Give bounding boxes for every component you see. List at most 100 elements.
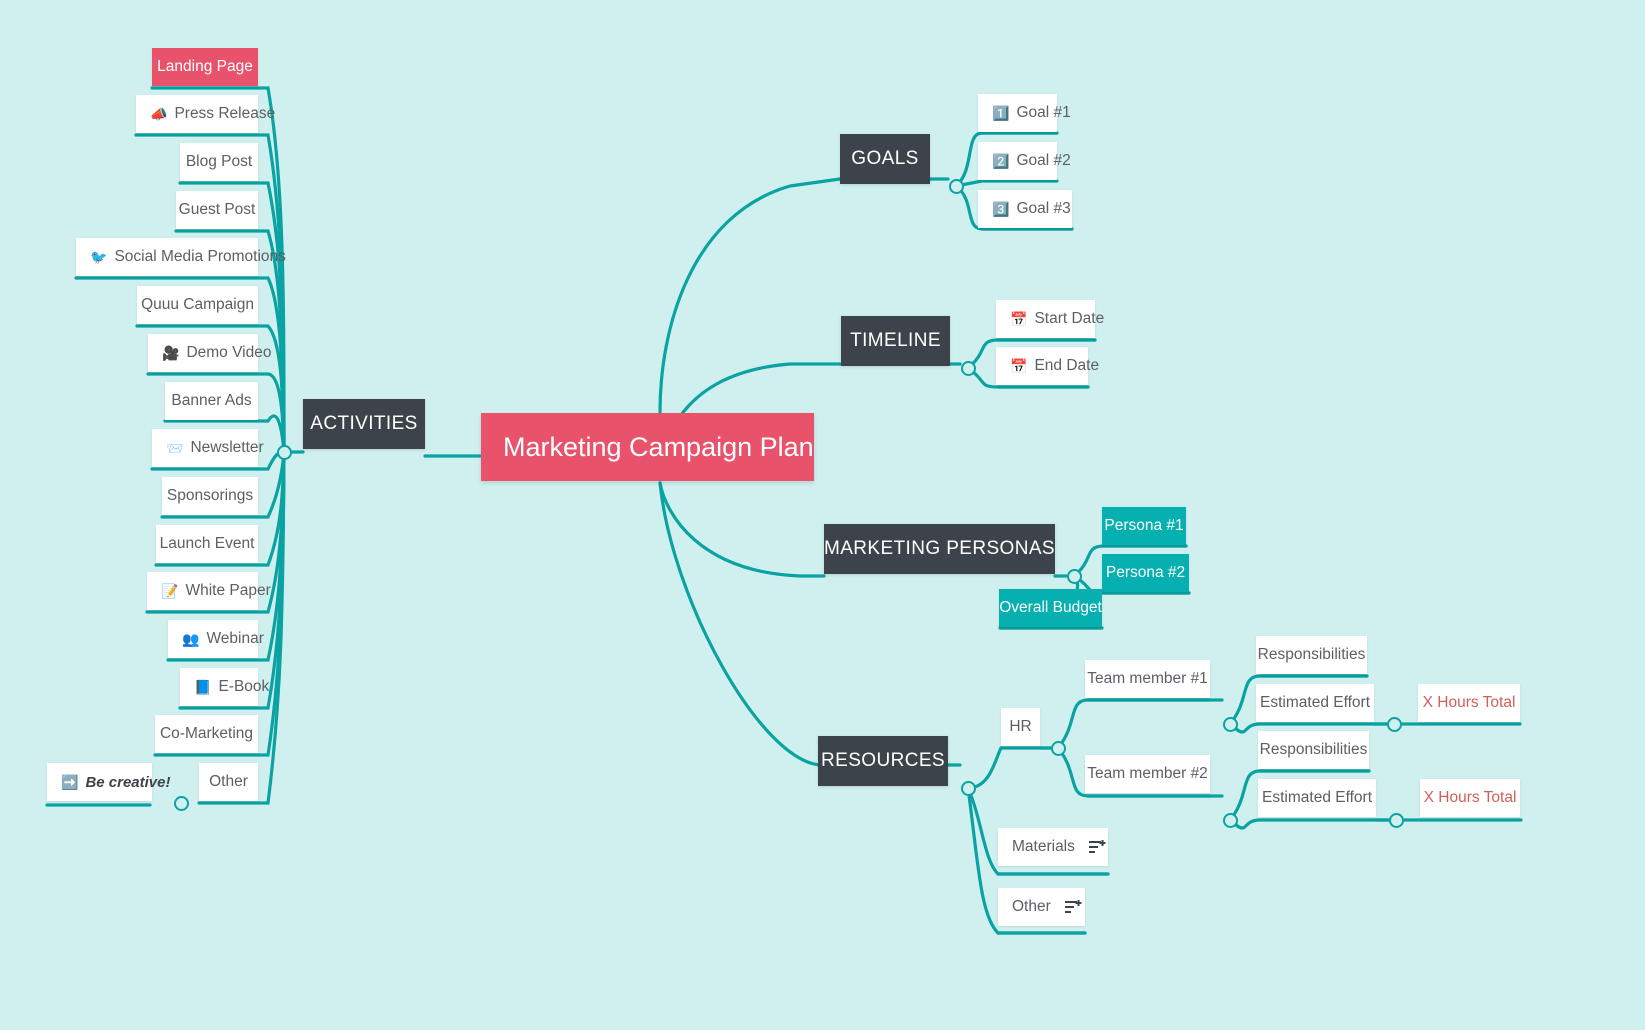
- node-label: Estimated Effort: [1262, 789, 1372, 806]
- resource-other[interactable]: Other: [998, 888, 1085, 926]
- node-label: Guest Post: [178, 201, 256, 218]
- branch-activities-label: ACTIVITIES: [310, 413, 418, 434]
- node-label: Persona #1: [1104, 517, 1184, 534]
- activity-webinar[interactable]: 👥 Webinar: [168, 620, 264, 658]
- branch-timeline-label: TIMELINE: [850, 330, 941, 351]
- root-label: Marketing Campaign Plan: [503, 431, 814, 462]
- node-label: Team member #1: [1087, 670, 1208, 687]
- node-label: Be creative!: [85, 773, 171, 791]
- hub-hr[interactable]: [1051, 741, 1066, 756]
- node-label: Launch Event: [159, 535, 255, 552]
- node-label: X Hours Total: [1422, 694, 1516, 711]
- node-label: Overall Budget: [999, 599, 1102, 616]
- branch-timeline[interactable]: TIMELINE: [841, 316, 950, 366]
- activity-co-marketing[interactable]: Co-Marketing: [155, 715, 258, 753]
- hr-team-member-1[interactable]: Team member #1: [1085, 660, 1210, 698]
- goal-3[interactable]: 3️⃣ Goal #3: [978, 190, 1072, 228]
- node-label: E-Book: [218, 678, 270, 695]
- node-label: Newsletter: [190, 439, 264, 456]
- node-label: Other: [209, 773, 248, 790]
- branch-goals-label: GOALS: [851, 148, 919, 169]
- resource-hr[interactable]: HR: [1001, 708, 1040, 746]
- node-label: Estimated Effort: [1260, 694, 1370, 711]
- node-label: Persona #2: [1105, 564, 1186, 581]
- hub-team-member-2[interactable]: [1223, 813, 1238, 828]
- node-label: Sponsorings: [166, 487, 254, 504]
- timeline-end-date[interactable]: 📅 End Date: [996, 347, 1099, 385]
- root-node[interactable]: Marketing Campaign Plan: [481, 413, 814, 481]
- member2-hours-total[interactable]: X Hours Total: [1420, 779, 1520, 817]
- node-label: Team member #2: [1087, 765, 1208, 782]
- activity-white-paper[interactable]: 📝 White Paper: [147, 572, 271, 610]
- movie-camera-icon: 🎥: [162, 345, 180, 361]
- node-label: Landing Page: [157, 58, 253, 75]
- activity-social-media-promotions[interactable]: 🐦 Social Media Promotions: [76, 238, 286, 276]
- node-label: Goal #3: [1016, 200, 1071, 217]
- node-label: Goal #2: [1016, 152, 1071, 169]
- node-label: X Hours Total: [1423, 789, 1517, 806]
- branch-activities[interactable]: ACTIVITIES: [303, 399, 425, 449]
- hr-team-member-2[interactable]: Team member #2: [1085, 755, 1210, 793]
- member2-responsibilities[interactable]: Responsibilities: [1258, 731, 1369, 769]
- resource-overall-budget[interactable]: Overall Budget: [999, 589, 1102, 627]
- hub-member2-effort[interactable]: [1389, 813, 1404, 828]
- number-three-icon: 3️⃣: [992, 201, 1010, 217]
- activity-guest-post[interactable]: Guest Post: [176, 191, 258, 229]
- activity-demo-video[interactable]: 🎥 Demo Video: [148, 334, 271, 372]
- node-label: Demo Video: [186, 344, 272, 361]
- persona-2[interactable]: Persona #2: [1102, 554, 1189, 592]
- calendar-icon: 📅: [1010, 358, 1028, 374]
- persona-1[interactable]: Persona #1: [1102, 507, 1186, 545]
- member1-hours-total[interactable]: X Hours Total: [1418, 684, 1520, 722]
- hub-activities-note[interactable]: [174, 796, 189, 811]
- node-label: Co-Marketing: [159, 725, 254, 742]
- number-one-icon: 1️⃣: [992, 105, 1010, 121]
- activity-blog-post[interactable]: Blog Post: [180, 143, 258, 181]
- node-label: Quuu Campaign: [141, 296, 254, 313]
- add-to-list-icon: [1088, 840, 1106, 854]
- hub-timeline[interactable]: [961, 361, 976, 376]
- goal-1[interactable]: 1️⃣ Goal #1: [978, 94, 1071, 132]
- node-label: Banner Ads: [171, 392, 252, 409]
- blue-book-icon: 📘: [194, 679, 212, 695]
- hub-personas[interactable]: [1067, 569, 1082, 584]
- node-label: HR: [1009, 718, 1032, 735]
- activity-landing-page[interactable]: Landing Page: [152, 48, 258, 86]
- activity-banner-ads[interactable]: Banner Ads: [165, 382, 258, 420]
- node-label: Responsibilities: [1257, 646, 1366, 663]
- activity-e-book[interactable]: 📘 E-Book: [180, 668, 269, 706]
- hub-resources[interactable]: [961, 781, 976, 796]
- hub-goals[interactable]: [949, 179, 964, 194]
- branch-resources-label: RESOURCES: [821, 750, 945, 771]
- member2-estimated-effort[interactable]: Estimated Effort: [1258, 779, 1376, 817]
- timeline-start-date[interactable]: 📅 Start Date: [996, 300, 1104, 338]
- resource-materials[interactable]: Materials: [998, 828, 1108, 866]
- calendar-icon: 📅: [1010, 311, 1028, 327]
- node-label: Social Media Promotions: [114, 248, 286, 265]
- goal-2[interactable]: 2️⃣ Goal #2: [978, 142, 1071, 180]
- activity-press-release[interactable]: 📣 Press Release: [136, 95, 275, 133]
- busts-in-silhouette-icon: 👥: [182, 631, 200, 647]
- activity-other[interactable]: Other: [199, 763, 258, 801]
- node-label: Other: [1012, 898, 1051, 915]
- node-label: Webinar: [206, 630, 264, 647]
- hub-activities[interactable]: [277, 445, 292, 460]
- activity-quuu-campaign[interactable]: Quuu Campaign: [137, 286, 258, 324]
- hub-team-member-1[interactable]: [1223, 717, 1238, 732]
- node-label: Responsibilities: [1259, 741, 1368, 758]
- branch-marketing-personas[interactable]: MARKETING PERSONAS: [824, 524, 1055, 574]
- activity-note-be-creative[interactable]: ➡️ Be creative!: [47, 763, 171, 801]
- hub-member1-effort[interactable]: [1387, 717, 1402, 732]
- twitter-bird-icon: 🐦: [90, 249, 108, 265]
- activity-launch-event[interactable]: Launch Event: [156, 525, 258, 563]
- activity-sponsorings[interactable]: Sponsorings: [162, 477, 258, 515]
- add-to-list-icon: [1064, 900, 1082, 914]
- node-label: Materials: [1012, 838, 1075, 855]
- member1-estimated-effort[interactable]: Estimated Effort: [1256, 684, 1374, 722]
- activity-newsletter[interactable]: 📨 Newsletter: [152, 429, 264, 467]
- node-label: Press Release: [174, 105, 276, 122]
- branch-resources[interactable]: RESOURCES: [818, 736, 948, 786]
- branch-goals[interactable]: GOALS: [840, 134, 930, 184]
- member1-responsibilities[interactable]: Responsibilities: [1256, 636, 1367, 674]
